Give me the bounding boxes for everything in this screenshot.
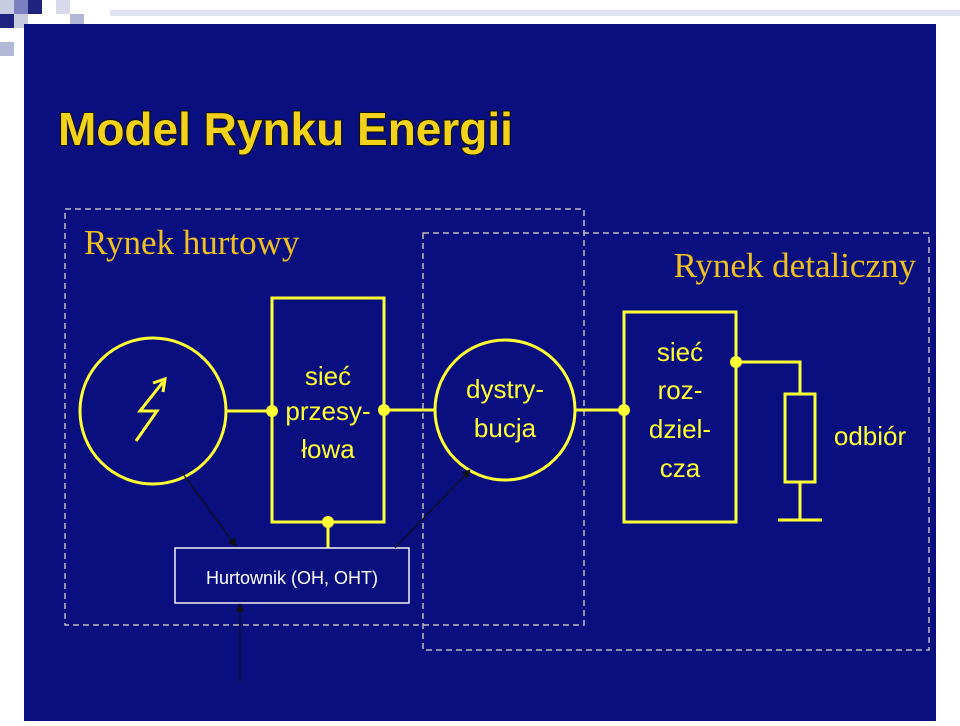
decor-square <box>0 14 14 28</box>
distribution-network-label-3: dziel- <box>649 414 711 444</box>
arrow-wholesaler-to-generator <box>179 469 237 547</box>
wholesale-market-label: Rynek hurtowy <box>84 223 300 262</box>
distribution-network-label-4: cza <box>660 453 701 483</box>
junction-dot <box>730 356 742 368</box>
decor-square <box>14 0 28 14</box>
decor-square <box>0 0 14 14</box>
distribution-network-box <box>622 310 738 524</box>
transmission-label-1: sieć <box>305 361 351 391</box>
retail-market-region <box>422 232 930 651</box>
junction-dots <box>266 356 742 528</box>
slide-title: Model Rynku Energii <box>58 103 513 155</box>
decor-square <box>0 42 14 56</box>
junction-dot <box>322 516 334 528</box>
decor-square <box>28 0 42 14</box>
transmission-label-3: łowa <box>301 434 355 464</box>
transmission-label-2: przesy- <box>285 396 370 426</box>
distribution-label-2: bucja <box>474 413 537 443</box>
arrow-wholesaler-to-distribution <box>394 469 471 549</box>
main-panel <box>24 24 936 721</box>
distribution-network-label-1: sieć <box>657 337 703 367</box>
junction-dot <box>266 405 278 417</box>
lightning-arrowhead <box>152 376 167 393</box>
top-bar <box>110 10 960 16</box>
junction-dot <box>618 404 630 416</box>
junction-dot <box>378 404 390 416</box>
wholesale-market-region <box>64 208 585 626</box>
distribution-label-1: dystry- <box>466 374 544 404</box>
consumer-feed-line <box>736 360 802 394</box>
retail-market-label: Rynek detaliczny <box>673 246 916 285</box>
lightning-icon <box>134 376 167 442</box>
lightning-bolt <box>134 381 165 442</box>
consumer-label: odbiór <box>834 421 907 451</box>
wholesaler-label: Hurtownik (OH, OHT) <box>206 568 378 588</box>
consumer-load-resistor <box>783 392 817 484</box>
decor-square <box>56 0 70 14</box>
wholesaler-box <box>174 547 410 604</box>
distribution-network-label-2: roz- <box>658 375 703 405</box>
arrows <box>179 469 471 682</box>
